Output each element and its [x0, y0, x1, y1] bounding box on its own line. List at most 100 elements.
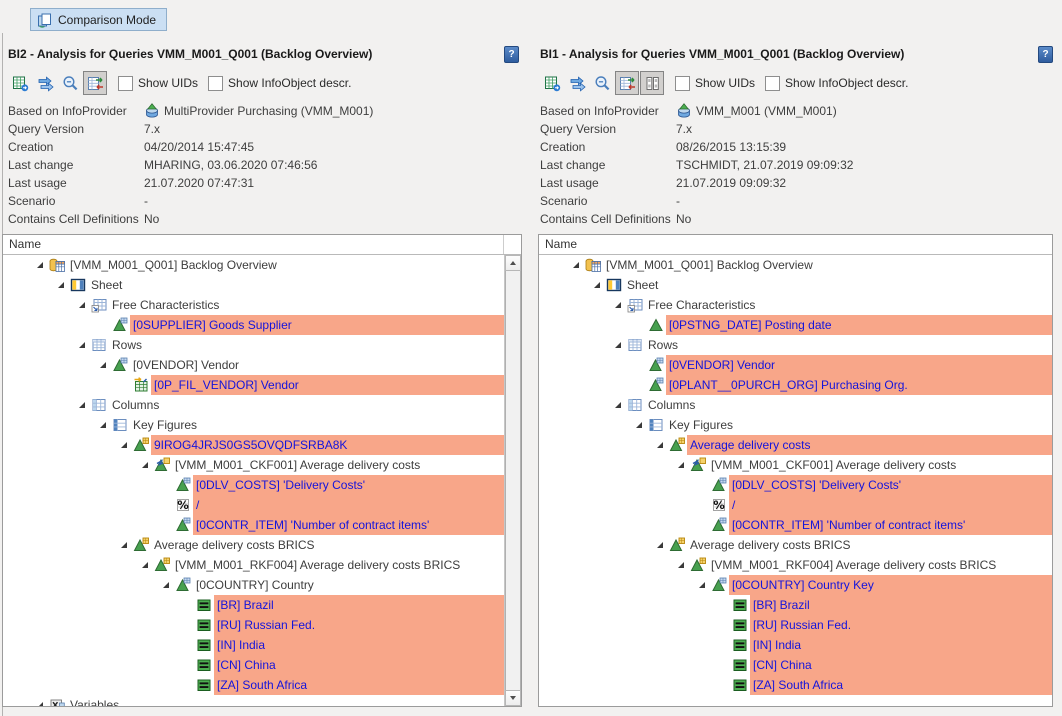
checkbox-box[interactable] [118, 75, 133, 91]
tree-node-label: [0COUNTRY] Country Key [729, 575, 1052, 595]
tree-column-header[interactable]: Name [3, 235, 521, 255]
tree-row[interactable]: [VMM_M001_RKF004] Average delivery costs… [539, 555, 1052, 575]
tree-column-header[interactable]: Name [539, 235, 1052, 255]
tree-row[interactable]: Rows [3, 335, 504, 355]
expander-icon[interactable] [570, 259, 582, 271]
tree-row[interactable]: Free Characteristics [3, 295, 504, 315]
zoom-out-button[interactable] [590, 71, 614, 95]
info-value: 21.07.2020 07:47:31 [144, 176, 255, 190]
transfer-button[interactable] [33, 71, 57, 95]
expander-icon[interactable] [675, 459, 687, 471]
panel-bi1: BI1 - Analysis for Queries VMM_M001_Q001… [532, 33, 1062, 716]
show-uids-checkbox[interactable]: Show UIDs [118, 75, 198, 91]
expander-icon[interactable] [160, 579, 172, 591]
vertical-scrollbar[interactable] [504, 255, 521, 706]
tree-row[interactable]: [BR] Brazil [539, 595, 1052, 615]
tree-row[interactable]: [0PLANT__0PURCH_ORG] Purchasing Org. [539, 375, 1052, 395]
show-uids-checkbox[interactable]: Show UIDs [675, 75, 755, 91]
tree-row[interactable]: [0COUNTRY] Country Key [539, 575, 1052, 595]
expander-icon[interactable] [55, 279, 67, 291]
expander-icon[interactable] [34, 259, 46, 271]
tree-row[interactable]: [IN] India [539, 635, 1052, 655]
compare-columns-toggle[interactable] [640, 71, 664, 95]
expander-icon[interactable] [76, 339, 88, 351]
tree-row[interactable]: [VMM_M001_Q001] Backlog Overview [3, 255, 504, 275]
expander-icon[interactable] [696, 579, 708, 591]
tree-row[interactable]: [CN] China [3, 655, 504, 675]
expander-icon[interactable] [675, 559, 687, 571]
show-differences-toggle[interactable] [615, 71, 639, 95]
tree-row[interactable]: Key Figures [539, 415, 1052, 435]
expander-icon[interactable] [118, 539, 130, 551]
scrollbar-up-button[interactable] [505, 255, 521, 271]
expander-icon[interactable] [612, 339, 624, 351]
tree-row[interactable]: [RU] Russian Fed. [539, 615, 1052, 635]
tree-row[interactable]: Average delivery costs BRICS [3, 535, 504, 555]
tree-row[interactable]: [0P_FIL_VENDOR] Vendor [3, 375, 504, 395]
help-icon[interactable]: ? [504, 46, 519, 63]
tree-row[interactable]: [IN] India [3, 635, 504, 655]
tree-row[interactable]: Average delivery costs [539, 435, 1052, 455]
tree-row[interactable]: Columns [539, 395, 1052, 415]
tree-row[interactable]: [BR] Brazil [3, 595, 504, 615]
expander-icon[interactable] [118, 439, 130, 451]
tree-node-label: [0VENDOR] Vendor [666, 355, 1052, 375]
scrollbar-down-button[interactable] [505, 690, 521, 706]
tree-row[interactable]: [VMM_M001_CKF001] Average delivery costs [3, 455, 504, 475]
tree-row[interactable]: [VMM_M001_CKF001] Average delivery costs [539, 455, 1052, 475]
tree-row[interactable]: 9IROG4JRJS0GS5OVQDFSRBA8K [3, 435, 504, 455]
tree-row[interactable]: [0VENDOR] Vendor [3, 355, 504, 375]
help-icon[interactable]: ? [1038, 46, 1053, 63]
tree-row[interactable]: / [539, 495, 1052, 515]
show-infoobject-descr-checkbox[interactable]: Show InfoObject descr. [208, 75, 351, 91]
tree-row[interactable]: [0PSTNG_DATE] Posting date [539, 315, 1052, 335]
tree-row[interactable]: [0COUNTRY] Country [3, 575, 504, 595]
export-excel-button[interactable] [8, 71, 32, 95]
tree-row[interactable]: / [3, 495, 504, 515]
expander-icon[interactable] [76, 399, 88, 411]
expander-icon[interactable] [591, 279, 603, 291]
tree-row[interactable]: [0DLV_COSTS] 'Delivery Costs' [3, 475, 504, 495]
tree-row[interactable]: Sheet [539, 275, 1052, 295]
tree-row[interactable]: [RU] Russian Fed. [3, 615, 504, 635]
tree-row[interactable]: [VMM_M001_RKF004] Average delivery costs… [3, 555, 504, 575]
checkbox-box[interactable] [675, 75, 690, 91]
checkbox-box[interactable] [208, 75, 224, 91]
expander-icon[interactable] [139, 559, 151, 571]
expander-icon[interactable] [654, 539, 666, 551]
expander-icon[interactable] [612, 399, 624, 411]
zoom-out-button[interactable] [58, 71, 82, 95]
tree-row[interactable]: Average delivery costs BRICS [539, 535, 1052, 555]
tree-row[interactable]: Rows [539, 335, 1052, 355]
tree-row[interactable]: [0DLV_COSTS] 'Delivery Costs' [539, 475, 1052, 495]
show-differences-toggle[interactable] [83, 71, 107, 95]
comparison-mode-button[interactable]: Comparison Mode [30, 8, 168, 31]
tree-row[interactable]: Sheet [3, 275, 504, 295]
tree-row[interactable]: [0VENDOR] Vendor [539, 355, 1052, 375]
tree-row[interactable]: Free Characteristics [539, 295, 1052, 315]
tree-row[interactable]: Key Figures [3, 415, 504, 435]
expander-icon[interactable] [139, 459, 151, 471]
expander-icon[interactable] [34, 699, 46, 706]
tree-row[interactable]: [VMM_M001_Q001] Backlog Overview [539, 255, 1052, 275]
tree-row[interactable]: [0SUPPLIER] Goods Supplier [3, 315, 504, 335]
expander-icon[interactable] [76, 299, 88, 311]
expander-icon[interactable] [97, 359, 109, 371]
tree-row[interactable]: [ZA] South Africa [539, 675, 1052, 695]
expander-icon[interactable] [633, 419, 645, 431]
tree-row[interactable]: [0CONTR_ITEM] 'Number of contract items' [3, 515, 504, 535]
transfer-button[interactable] [565, 71, 589, 95]
export-excel-button[interactable] [540, 71, 564, 95]
checkbox-box[interactable] [765, 75, 781, 91]
expander-icon[interactable] [612, 299, 624, 311]
scrollbar-thumb[interactable] [505, 271, 521, 690]
query-info-bi1: Based on InfoProvider VMM_M001 (VMM_M001… [532, 102, 1062, 228]
tree-row[interactable]: Variables [3, 695, 504, 706]
expander-icon[interactable] [97, 419, 109, 431]
tree-row[interactable]: [CN] China [539, 655, 1052, 675]
tree-row[interactable]: [0CONTR_ITEM] 'Number of contract items' [539, 515, 1052, 535]
expander-icon[interactable] [654, 439, 666, 451]
show-infoobject-descr-checkbox[interactable]: Show InfoObject descr. [765, 75, 908, 91]
tree-row[interactable]: [ZA] South Africa [3, 675, 504, 695]
tree-row[interactable]: Columns [3, 395, 504, 415]
